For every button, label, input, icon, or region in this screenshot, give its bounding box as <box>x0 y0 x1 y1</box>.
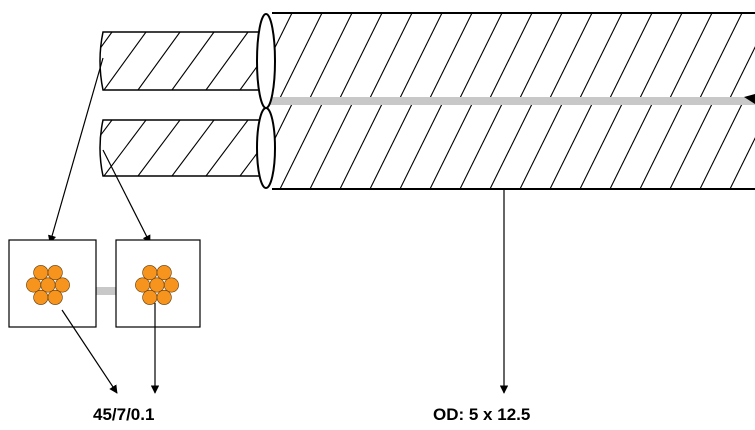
leader-arrow-strand-label-diag <box>61 309 118 394</box>
conductor-strands-left <box>26 265 70 305</box>
conductor-strand <box>156 265 172 281</box>
hatch-line <box>309 13 353 98</box>
hatch-line <box>519 13 563 98</box>
leader-arrow-core-bottom <box>102 149 151 244</box>
hatch-line <box>399 104 443 189</box>
hatch-line <box>339 13 383 98</box>
conductor-strand <box>142 289 158 305</box>
hatch-line <box>100 120 113 176</box>
insulated-core-top <box>99 31 316 91</box>
hatch-line <box>399 13 443 98</box>
hatch-line <box>549 104 593 189</box>
hatch-line <box>549 13 593 98</box>
hatch-line <box>429 13 473 98</box>
conductor-strand <box>33 289 49 305</box>
hatch-line <box>171 32 215 90</box>
hatch-line <box>205 32 249 90</box>
web-strip <box>262 97 755 105</box>
hatch-line <box>103 32 147 90</box>
hatch-line <box>339 104 383 189</box>
hatch-line <box>489 13 533 98</box>
conductor-strand <box>156 289 172 305</box>
hatch-line <box>699 13 743 98</box>
hatch-line <box>579 13 623 98</box>
hatch-line <box>609 104 653 189</box>
conductor-strand <box>26 277 42 293</box>
hatch-line <box>669 13 713 98</box>
conductor-strand <box>40 277 56 293</box>
hatch-line <box>369 104 413 189</box>
hatch-line <box>100 32 113 90</box>
hatch-line <box>699 104 743 189</box>
hatch-line <box>309 104 353 189</box>
leader-arrow-core-top <box>48 57 104 244</box>
conductor-strand <box>135 277 151 293</box>
hatch-line <box>669 104 713 189</box>
hatch-line <box>609 13 653 98</box>
conductor-strands-right <box>135 265 179 305</box>
hatch-line <box>519 104 563 189</box>
hatch-line <box>137 32 181 90</box>
conductor-strand <box>149 277 165 293</box>
hatch-line <box>639 104 683 189</box>
hatch-line <box>274 32 316 90</box>
sheath-end-ellipse-top <box>256 13 276 109</box>
hatch-line <box>459 13 503 98</box>
conductor-strand <box>33 265 49 281</box>
cross-section-web <box>96 287 116 295</box>
hatch-line <box>279 13 323 98</box>
conductor-strand <box>47 289 63 305</box>
insulated-core-bottom <box>99 119 266 177</box>
hatch-line <box>489 104 533 189</box>
outer-sheath <box>262 12 755 190</box>
conductor-strand <box>163 277 179 293</box>
hatch-line <box>729 46 755 98</box>
hatch-line <box>369 13 413 98</box>
hatch-line <box>639 13 683 98</box>
outer-diameter-label: OD: 5 x 12.5 <box>433 405 531 424</box>
hatch-line <box>729 137 755 189</box>
hatch-line <box>279 104 323 189</box>
hatch-line <box>137 120 181 176</box>
hatch-line <box>103 120 147 176</box>
hatch-line <box>205 120 249 176</box>
conductor-strand <box>142 265 158 281</box>
hatch-line <box>272 104 293 146</box>
hatch-line <box>459 104 503 189</box>
conductor-strand <box>54 277 70 293</box>
hatch-line <box>171 120 215 176</box>
conductor-strand <box>47 265 63 281</box>
sheath-end-ellipse-bottom <box>256 107 276 189</box>
hatch-line <box>429 104 473 189</box>
hatch-line <box>579 104 623 189</box>
hatch-line <box>272 13 293 55</box>
strand-spec-label: 45/7/0.1 <box>93 405 155 424</box>
